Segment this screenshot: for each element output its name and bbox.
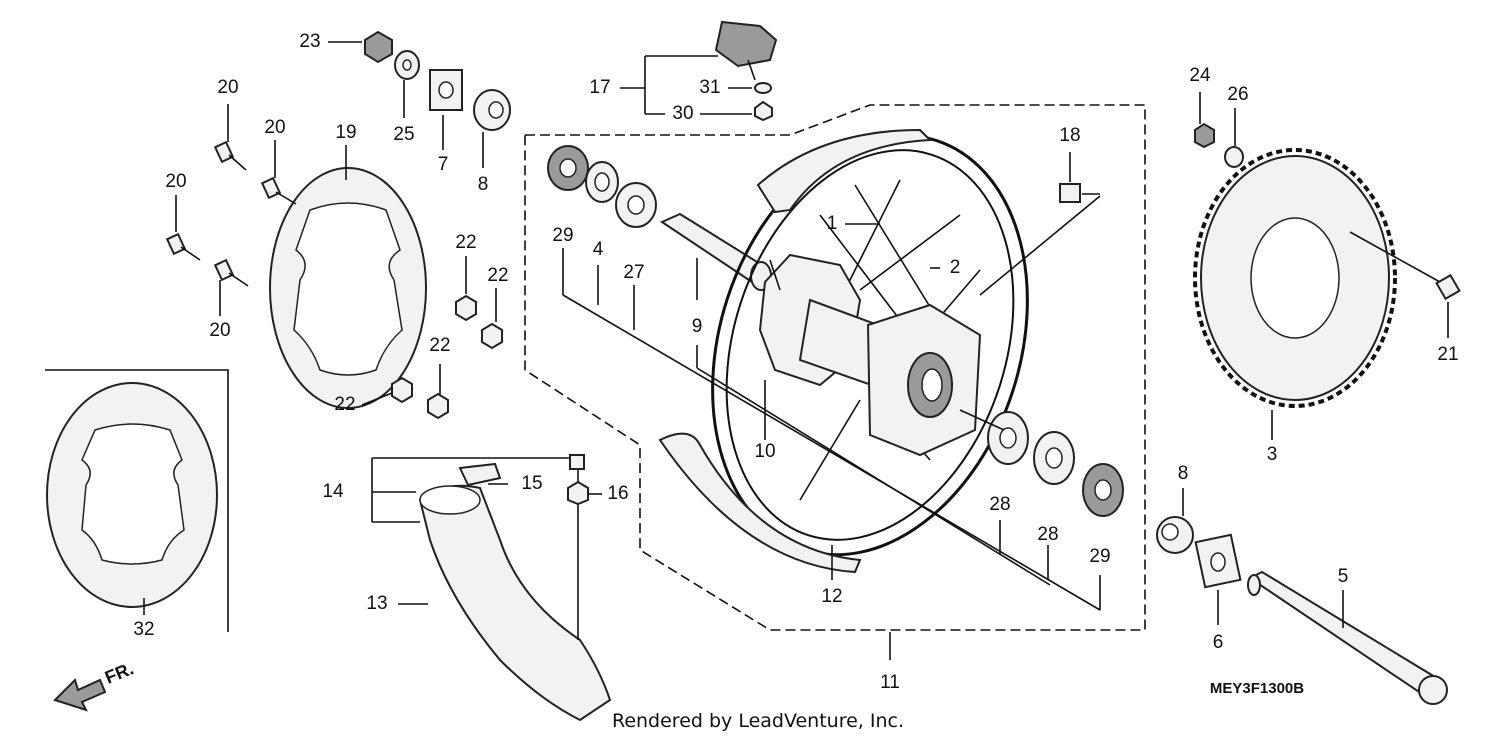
callout-29a: 29 [552, 225, 573, 246]
callout-24: 24 [1189, 65, 1211, 86]
callout-22b: 22 [487, 265, 508, 286]
callout-29b: 29 [1089, 546, 1110, 567]
nuts [391, 294, 503, 420]
callout-32: 32 [133, 619, 154, 640]
front-direction-arrow: FR. [53, 658, 136, 712]
callout-7: 7 [438, 154, 449, 175]
axle-spacer [659, 212, 772, 291]
left-bearings [547, 145, 657, 228]
brake-disc [269, 167, 427, 409]
callout-22a: 22 [455, 232, 476, 253]
callout-1: 1 [827, 213, 838, 234]
alt-brake-disc [46, 382, 218, 608]
callout-31: 31 [699, 77, 720, 98]
callout-9: 9 [692, 316, 703, 337]
direction-label: FR. [102, 658, 136, 687]
diagram-code: MEY3F1300B [1210, 680, 1304, 697]
right-bearings [987, 411, 1124, 517]
axle-parts-right [1156, 516, 1448, 705]
callout-5: 5 [1338, 566, 1349, 587]
callout-8b: 8 [1178, 463, 1189, 484]
sprocket-bolt [1349, 231, 1461, 301]
callout-28b: 28 [1037, 524, 1058, 545]
sprocket [1193, 148, 1397, 408]
callout-14: 14 [322, 481, 344, 502]
callout-11: 11 [880, 672, 900, 693]
rim-lock-parts [714, 20, 778, 122]
callout-23: 23 [299, 31, 320, 52]
callout-26: 26 [1227, 84, 1248, 105]
leader-lines [143, 41, 1449, 660]
callout-19: 19 [335, 122, 356, 143]
callout-17: 17 [589, 77, 610, 98]
callout-20a: 20 [217, 77, 238, 98]
callout-6: 6 [1213, 632, 1224, 653]
callout-15: 15 [521, 473, 542, 494]
rim-band-top [756, 128, 933, 214]
callout-2: 2 [950, 257, 961, 278]
callout-22c: 22 [429, 335, 450, 356]
callout-4: 4 [593, 239, 604, 260]
callout-20b: 20 [264, 117, 285, 138]
sprocket-washer [1224, 146, 1244, 168]
callout-27: 27 [623, 262, 644, 283]
callout-13: 13 [366, 593, 387, 614]
callout-28a: 28 [989, 494, 1010, 515]
callout-12: 12 [821, 586, 842, 607]
callout-20d: 20 [209, 320, 230, 341]
rim-band-bottom [658, 432, 862, 574]
sprocket-nut [1194, 122, 1215, 149]
callout-20c: 20 [165, 171, 186, 192]
valve-cap [1059, 183, 1081, 203]
tube-assembly [418, 454, 612, 722]
axle-parts-left [364, 30, 511, 131]
callout-25: 25 [393, 124, 414, 145]
callout-8a: 8 [478, 174, 489, 195]
callout-30: 30 [672, 103, 693, 124]
callout-labels: 23 20 20 19 20 20 25 7 8 22 22 22 22 14 … [133, 31, 1458, 693]
callout-10: 10 [754, 441, 775, 462]
callout-22d: 22 [334, 394, 355, 415]
alt-disc-frame [45, 369, 229, 632]
credit-text: Rendered by LeadVenture, Inc. [612, 710, 904, 732]
wheel-assembly-outline [524, 104, 1146, 631]
callout-16: 16 [607, 483, 628, 504]
wheel-hub [758, 253, 982, 457]
callout-3: 3 [1267, 444, 1278, 465]
disc-bolts [165, 140, 297, 287]
callout-21: 21 [1437, 344, 1458, 365]
callout-18: 18 [1059, 125, 1080, 146]
